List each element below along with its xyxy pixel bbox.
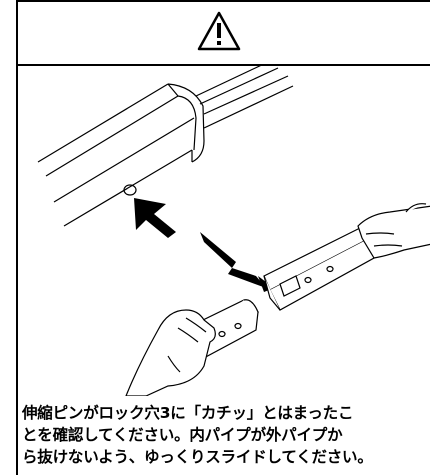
caption-line-2: とを確認してください。内パイプが外パイプか (22, 426, 343, 444)
left-hand (125, 309, 216, 397)
right-hand (357, 203, 430, 259)
caption-line-3: ら抜けないよう、ゆっくりスライドしてください。 (22, 448, 373, 466)
pipe-assembly-illustration (18, 61, 430, 397)
warning-header (18, 2, 430, 66)
warning-caption: 伸縮ピンがロック穴3に「カチッ」とはまったこ とを確認してください。内パイプが外… (22, 402, 430, 468)
inner-pipe (263, 225, 375, 311)
outer-pipe-closeup (37, 61, 294, 227)
click-bolt-icon (200, 232, 274, 292)
caption-line-1: 伸縮ピンがロック穴3に「カチッ」とはまったこ (22, 404, 354, 422)
pointer-arrow-icon (134, 198, 176, 238)
warning-triangle-icon (197, 11, 241, 51)
warning-panel: 伸縮ピンがロック穴3に「カチッ」とはまったこ とを確認してください。内パイプが外… (16, 0, 430, 475)
